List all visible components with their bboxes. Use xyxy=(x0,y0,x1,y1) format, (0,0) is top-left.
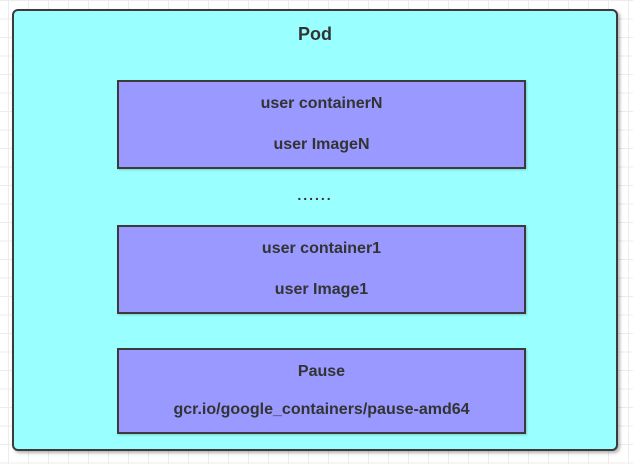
container-image-label: user Image1 xyxy=(274,281,369,298)
pod-node: Pod user containerN user ImageN ...... u… xyxy=(12,9,618,451)
container-node-pause: Pause gcr.io/google_containers/pause-amd… xyxy=(117,348,526,434)
container-image-label: gcr.io/google_containers/pause-amd64 xyxy=(173,401,470,418)
container-image-label: user ImageN xyxy=(273,136,370,153)
container-name-label: user containerN xyxy=(260,95,383,112)
container-node-user-1: user container1 user Image1 xyxy=(117,225,526,314)
container-name-label: user container1 xyxy=(261,240,382,257)
pod-title: Pod xyxy=(298,24,332,44)
container-name-label: Pause xyxy=(297,363,346,380)
container-node-user-n: user containerN user ImageN xyxy=(117,80,526,169)
ellipsis-label: ...... xyxy=(297,187,333,203)
